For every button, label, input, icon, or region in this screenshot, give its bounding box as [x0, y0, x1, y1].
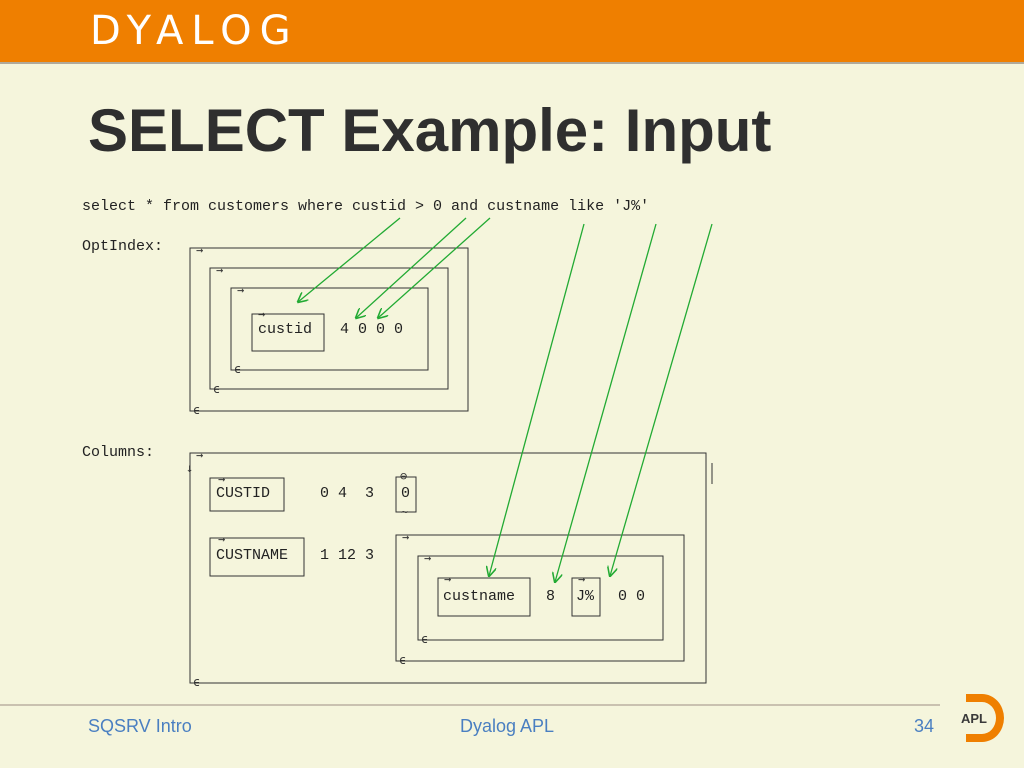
epsilon-mark: ϵ	[193, 675, 200, 689]
custid-box	[209, 477, 285, 512]
enclose-mark: →	[218, 472, 225, 486]
columns-label: Columns:	[82, 444, 155, 461]
arrow-custid	[298, 217, 401, 302]
down-arrow-mark: ↓	[186, 461, 193, 475]
optindex-box-level3	[230, 287, 429, 371]
custname-box	[209, 537, 305, 577]
inner-num: 8	[546, 588, 556, 605]
sql-query: select * from customers where custid > 0…	[82, 198, 650, 215]
footer-divider	[0, 704, 940, 706]
pattern-box	[571, 577, 601, 617]
arrow-pattern	[610, 223, 713, 576]
optindex-label: OptIndex:	[82, 238, 164, 255]
zero-cell-box	[395, 476, 417, 513]
opt-values: 4 0 0 0	[340, 321, 404, 338]
col1-cell: 0	[401, 485, 411, 502]
enclose-mark: →	[196, 243, 203, 257]
inner-pattern: J%	[576, 588, 595, 605]
footer-center: Dyalog APL	[460, 716, 555, 736]
apl-logo-icon: APL	[961, 694, 1004, 742]
col1-name: CUSTID	[216, 485, 271, 502]
inner-field: custname	[443, 588, 516, 605]
columns-nested-box-2	[417, 555, 664, 641]
col1-values: 0 4 3	[320, 485, 375, 502]
epsilon-mark: ϵ	[193, 403, 200, 417]
optindex-custid-box	[251, 313, 325, 352]
col2-values: 1 12 3	[320, 547, 375, 564]
dyalog-logo: DYALOG	[90, 8, 299, 54]
epsilon-mark: ϵ	[234, 362, 241, 376]
optindex-box-level2	[209, 267, 449, 390]
page-number: 34	[914, 716, 935, 736]
enclose-mark: →	[578, 572, 585, 586]
enclose-mark: →	[218, 532, 225, 546]
arrow-custname	[489, 223, 585, 576]
enclose-mark: →	[196, 448, 203, 462]
theta-mark: ⊖	[400, 469, 407, 483]
opt-field: custid	[258, 321, 313, 338]
epsilon-mark: ϵ	[213, 382, 220, 396]
slide-title: SELECT Example: Input	[88, 97, 772, 164]
arrow-like	[555, 223, 657, 582]
custname-value-box	[437, 577, 531, 617]
enclose-mark: →	[216, 263, 223, 277]
header-divider	[0, 62, 1024, 64]
col2-name: CUSTNAME	[216, 547, 289, 564]
columns-box-outer	[189, 452, 707, 684]
footer-left: SQSRV Intro	[88, 716, 192, 736]
enclose-mark: →	[402, 530, 409, 544]
header-bar: DYALOG	[0, 0, 1024, 62]
tilde-mark: ~	[401, 505, 408, 519]
arrow-gt	[356, 217, 467, 318]
enclose-mark: →	[444, 572, 451, 586]
columns-nested-box-1	[395, 534, 685, 662]
enclose-mark: →	[258, 307, 265, 321]
enclose-mark: →	[237, 283, 244, 297]
apl-logo-text: APL	[961, 711, 987, 726]
optindex-box-outer	[189, 247, 469, 412]
inner-tail: 0 0	[618, 588, 646, 605]
epsilon-mark: ϵ	[399, 653, 406, 667]
arrow-zero	[378, 217, 491, 318]
epsilon-mark: ϵ	[421, 632, 428, 646]
enclose-mark: →	[424, 551, 431, 565]
